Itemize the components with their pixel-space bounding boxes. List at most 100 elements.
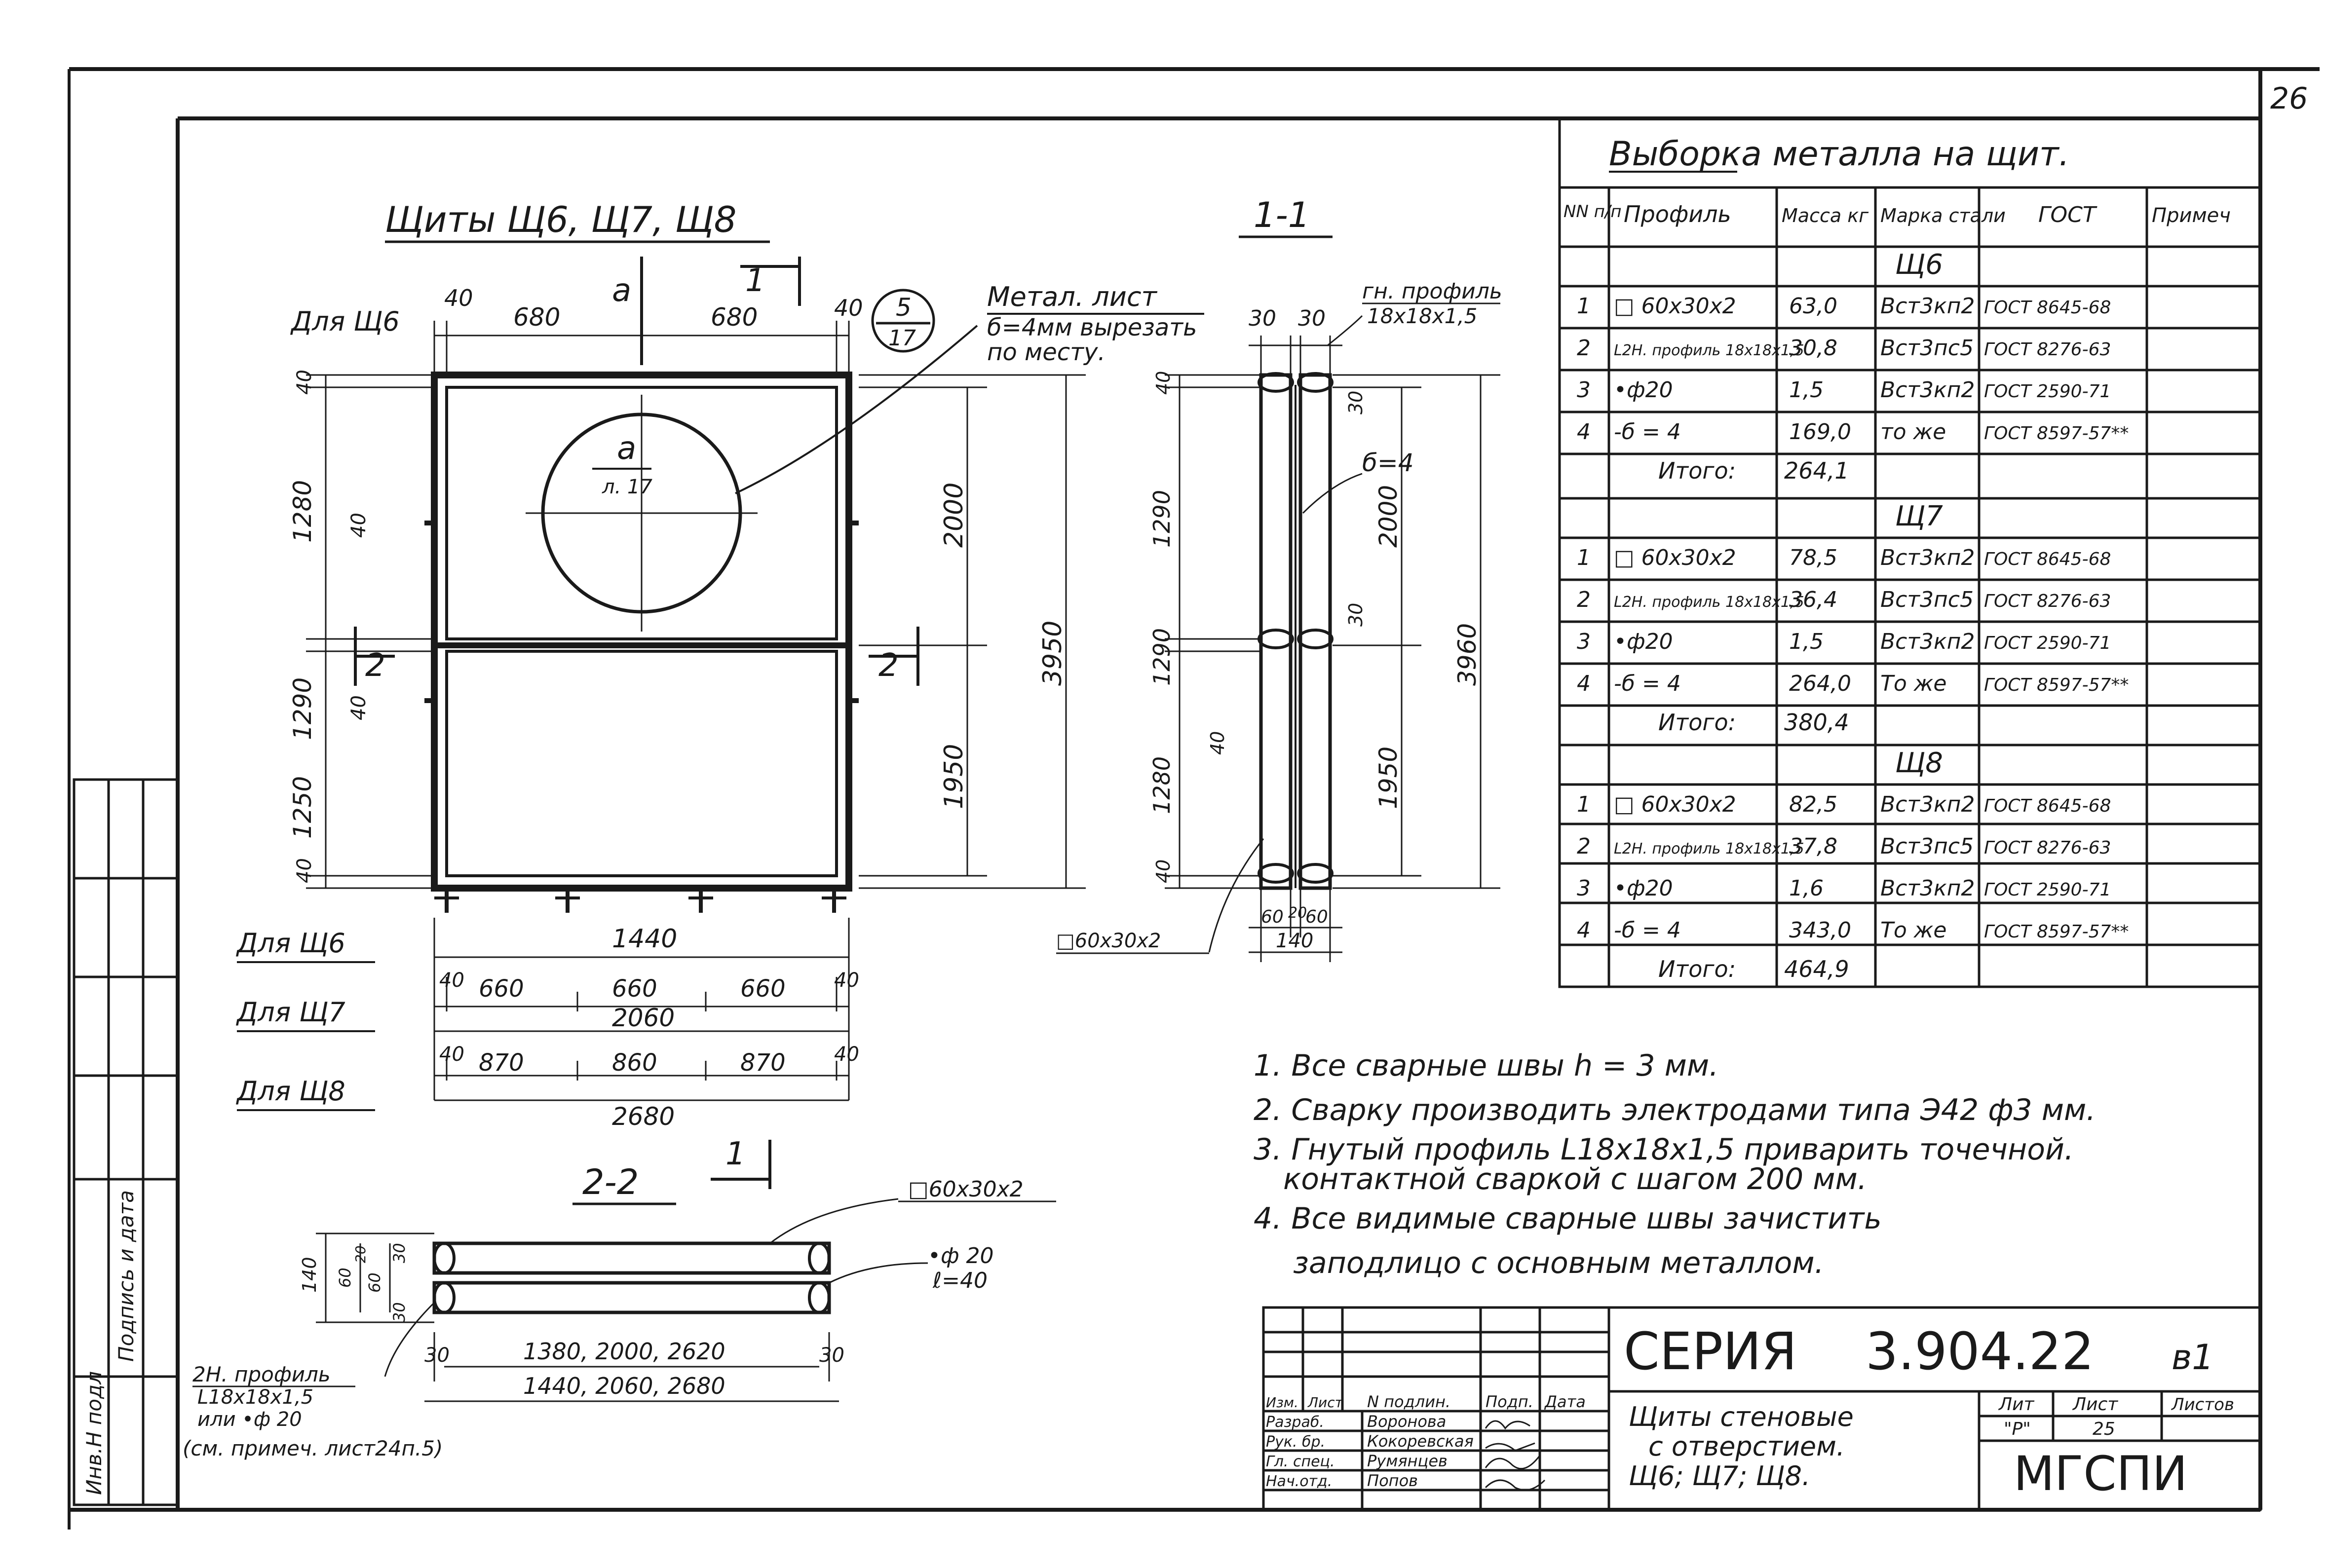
bottom-profile-line-1: 2Н. профиль	[192, 1362, 331, 1386]
s11-t30b: 30	[1298, 306, 1326, 331]
bom-cell: 2	[1577, 834, 1591, 859]
bom-cell: □ 60х30х2	[1614, 545, 1736, 570]
bom-cell: Вст3кп2	[1880, 792, 1975, 817]
dim-sh7-40b: 40	[834, 969, 859, 992]
bom-cell: 4	[1577, 918, 1591, 943]
bom-cell: -б = 4	[1614, 918, 1681, 943]
bom-cell: 1,5	[1789, 377, 1824, 403]
sign-date-label: Подпись и дата	[114, 1190, 138, 1362]
dim-left-1290: 1290	[288, 677, 317, 740]
dim-sh8-870b: 870	[740, 1049, 786, 1077]
dim-top-40a: 40	[444, 285, 473, 311]
bom-cell: 3	[1577, 629, 1591, 654]
s22-h20: 20	[352, 1245, 369, 1263]
s11-b20: 20	[1288, 904, 1307, 922]
bom-cell: L2Н. профиль 18х18х1,5	[1614, 342, 1804, 359]
bom-cell: 63,0	[1789, 294, 1837, 319]
bom-cell: То же	[1880, 671, 1947, 696]
dim-sh7-40a: 40	[439, 969, 464, 992]
tb-name-2: Кокоревская	[1367, 1432, 1474, 1451]
note-4-cont: заподлицо с основным металлом.	[1293, 1246, 1824, 1280]
tb-col-date: Дата	[1544, 1392, 1586, 1411]
bom-cell: То же	[1880, 918, 1947, 943]
tb-col-izm: Изм.	[1266, 1394, 1298, 1411]
dim-left-1280: 1280	[288, 480, 317, 543]
dim-sh6-total: 1440	[612, 924, 677, 954]
section-2-2-mark	[711, 1140, 771, 1189]
s11-t30a: 30	[1249, 306, 1276, 331]
dim-left-40c: 40	[347, 695, 370, 720]
s22-lengths-inner: 1380, 2000, 2620	[523, 1338, 725, 1365]
bom-cell: ГОСТ 2590-71	[1984, 633, 2111, 653]
tb-series-number: 3.904.22	[1866, 1321, 2094, 1381]
detail-ref-5-17	[871, 289, 935, 353]
tb-name-3: Румянцев	[1367, 1452, 1448, 1470]
bom-cell: ГОСТ 8645-68	[1984, 796, 2111, 816]
bom-header-no: NN п/п	[1563, 202, 1622, 222]
dim-sh7-660a: 660	[479, 975, 524, 1003]
label-for-sh6-top: Для Щ6	[290, 306, 400, 337]
section-2-2-title: 2-2	[582, 1162, 639, 1202]
bom-cell: L2Н. профиль 18х18х1,5	[1614, 840, 1804, 858]
section-marks	[354, 257, 919, 686]
bom-cell: ГОСТ 8597-57**	[1984, 423, 2129, 444]
section-1-1-tube-label: □60х30х2	[1056, 930, 1161, 952]
s11-l40a: 40	[1152, 371, 1174, 395]
s11-r30b: 30	[1345, 603, 1367, 627]
metal-sheet-label: Метал. лист	[987, 281, 1158, 312]
bom-header-mass: Масса кг	[1782, 205, 1869, 226]
tb-desc-1: Щиты стеновые	[1629, 1401, 1854, 1432]
bom-header-gost: ГОСТ	[2038, 202, 2097, 227]
s22-h140: 140	[299, 1257, 320, 1293]
bom-cell: 2	[1577, 587, 1591, 612]
tb-org: МГСПИ	[2014, 1446, 2187, 1501]
dim-top-40b: 40	[834, 295, 863, 321]
bom-table	[1558, 117, 2262, 988]
dim-right-3950: 3950	[1038, 621, 1068, 686]
bom-total-label: Итого:	[1658, 956, 1736, 982]
bom-cell: Вст3кп2	[1880, 545, 1975, 570]
bom-cell: Вст3кп2	[1880, 876, 1975, 901]
bottom-dim-lines	[433, 918, 850, 1101]
tb-lit-value: "Р"	[2004, 1419, 2031, 1439]
tb-role-2: Рук. бр.	[1266, 1433, 1325, 1451]
tb-desc-2: с отверстием.	[1648, 1431, 1845, 1462]
bom-cell: 1	[1577, 545, 1591, 570]
bom-cell: 36,4	[1789, 587, 1837, 612]
s11-l40c: 40	[1152, 859, 1174, 883]
bom-cell: 1,6	[1789, 876, 1824, 901]
tb-issue: в1	[2172, 1337, 2214, 1378]
tb-role-4: Нач.отд.	[1266, 1473, 1332, 1490]
dim-left-40d: 40	[293, 858, 316, 883]
bom-cell: 2	[1577, 336, 1591, 361]
bom-cell: Вст3кп2	[1880, 377, 1975, 403]
bom-total-label: Итого:	[1658, 457, 1736, 484]
note-2: 2. Сварку производить электродами типа Э…	[1254, 1093, 2096, 1127]
dim-sh7-660b: 660	[612, 975, 657, 1003]
bom-cell: •ф20	[1614, 629, 1673, 654]
bom-cell: ГОСТ 8645-68	[1984, 549, 2111, 569]
tb-sheet-label: Лист	[2072, 1394, 2118, 1415]
s11-r30a: 30	[1345, 391, 1367, 414]
section-2-2-l40: ℓ=40	[932, 1268, 988, 1293]
bom-cell: □ 60х30х2	[1614, 294, 1736, 319]
section-mark-1: 1	[745, 262, 765, 299]
dim-sh8-870a: 870	[479, 1049, 524, 1077]
section-1-1-title: 1-1	[1254, 195, 1310, 235]
tb-col-podlin: N подлин.	[1367, 1392, 1450, 1411]
metal-sheet-label-2: б=4мм вырезать	[987, 314, 1197, 341]
section-mark-2-right: 2	[878, 647, 899, 684]
tb-lit-label: Лит	[1998, 1394, 2034, 1415]
front-dim-lines	[306, 321, 1086, 889]
bom-cell: 82,5	[1789, 792, 1837, 817]
detail-ref-sheet: 17	[888, 326, 916, 351]
dim-sh8-total: 2680	[612, 1102, 675, 1131]
s11-r3960: 3960	[1453, 623, 1482, 686]
tb-role-3: Гл. спец.	[1266, 1453, 1335, 1470]
bom-cell: 3	[1577, 876, 1591, 901]
tb-series-label: СЕРИЯ	[1624, 1321, 1797, 1381]
note-3: 3. Гнутый профиль L18х18х1,5 приварить т…	[1254, 1132, 2074, 1167]
tb-col-list: Лист	[1307, 1394, 1343, 1411]
section-mark-2-left: 2	[365, 647, 385, 684]
dim-sh7-660c: 660	[740, 975, 786, 1003]
